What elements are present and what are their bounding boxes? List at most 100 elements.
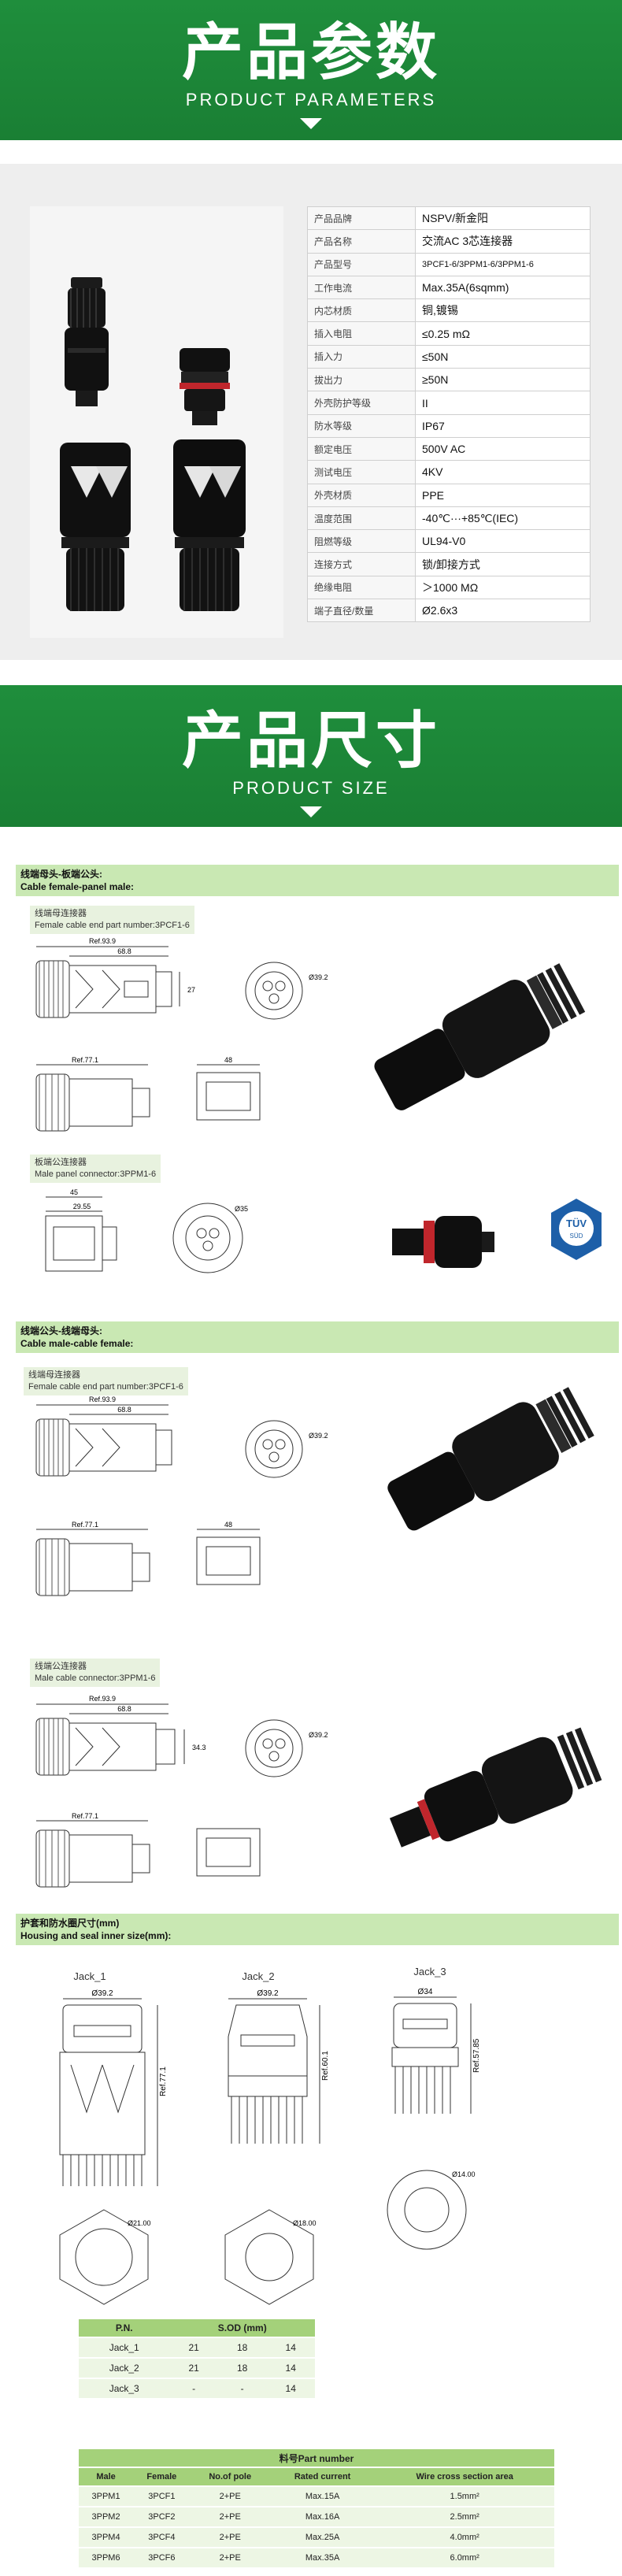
label-cn: 线端母连接器	[35, 909, 87, 918]
param-value: 4KV	[415, 460, 591, 484]
pn-header: Wire cross section area	[375, 2467, 554, 2487]
section-bar-housing-seal: 护套和防水圈尺寸(mm) Housing and seal inner size…	[16, 1914, 619, 1945]
bar-title-cn: 线端公头-线端母头:	[20, 1325, 102, 1336]
svg-text:Ref.77.1: Ref.77.1	[72, 1521, 98, 1529]
female-connector-photo	[374, 963, 586, 1110]
section-bar-female-panel: 线端母头-板端公头: Cable female-panel male:	[16, 865, 619, 896]
param-value: Ø2.6x3	[415, 599, 591, 623]
sod-header-pn: P.N.	[79, 2319, 170, 2337]
param-value: Max.35A(6sqmm)	[415, 275, 591, 300]
param-key: 工作电流	[307, 275, 416, 300]
pn-header: Male	[79, 2467, 134, 2487]
param-row: 拔出力≥50N	[307, 368, 591, 392]
svg-text:TÜV: TÜV	[566, 1218, 587, 1229]
product-size-banner: 产品尺寸 PRODUCT SIZE	[0, 685, 622, 827]
param-value: 交流AC 3芯连接器	[415, 229, 591, 254]
param-key: 内芯材质	[307, 298, 416, 323]
divider	[0, 140, 622, 164]
pn-cell: Max.35A	[269, 2547, 376, 2567]
male-connector-photo	[389, 1727, 602, 1848]
pn-cell: 2+PE	[190, 2506, 270, 2527]
pn-cell: 3PPM4	[79, 2526, 134, 2548]
jack-1-drawing: Ø39.2 Ref.77.1	[59, 1989, 168, 2186]
sod-cell: 18	[217, 2337, 267, 2358]
female-connector-photo-2	[387, 1387, 594, 1531]
param-row: 连接方式锁/卸接方式	[307, 552, 591, 576]
svg-text:48: 48	[224, 1521, 232, 1529]
svg-text:Ref.77.1: Ref.77.1	[159, 2066, 168, 2096]
dim-text: Ø39.2	[309, 973, 328, 981]
svg-text:Ref.77.1: Ref.77.1	[72, 1812, 98, 1820]
dim-text: Ø35	[235, 1205, 248, 1213]
pn-cell: 3PCF1	[133, 2485, 191, 2507]
sod-header-sod: S.OD (mm)	[169, 2319, 315, 2337]
param-value: UL94-V0	[415, 529, 591, 554]
label-cn: 线端母连接器	[28, 1370, 80, 1380]
pn-title: 料号Part number	[79, 2449, 554, 2468]
param-key: 测试电压	[307, 460, 416, 484]
male-end-drawing	[196, 1828, 261, 1877]
connector-photo	[60, 277, 246, 611]
pn-cell: 3PPM6	[79, 2547, 134, 2567]
female-side-drawing-4: Ref.77.1	[35, 1521, 150, 1596]
sod-row: Jack_3--14	[79, 2378, 315, 2398]
bar-title-en: Housing and seal inner size(mm):	[20, 1930, 172, 1941]
param-value: IP67	[415, 413, 591, 438]
male-front-drawing: Ø39.2	[245, 1719, 328, 1777]
pn-cell: Max.16A	[269, 2506, 376, 2527]
sod-cell: 18	[217, 2357, 267, 2378]
param-value: ≤0.25 mΩ	[415, 321, 591, 346]
sod-cell: 21	[169, 2357, 218, 2378]
sod-cell: 14	[266, 2357, 315, 2378]
param-key: 温度范围	[307, 506, 416, 531]
param-key: 产品品牌	[307, 206, 416, 231]
param-key: 连接方式	[307, 552, 416, 576]
svg-text:Ø21.00: Ø21.00	[128, 2219, 151, 2227]
svg-text:Ø39.2: Ø39.2	[309, 1432, 328, 1440]
sod-cell: Jack_2	[79, 2357, 170, 2378]
label-en: Female cable end part number:3PCF1-6	[28, 1382, 183, 1392]
svg-text:Ref.93.9: Ref.93.9	[89, 1395, 116, 1403]
pn-cell: 1.5mm²	[375, 2485, 554, 2507]
pn-cell: 4.0mm²	[375, 2526, 554, 2548]
sod-cell: 21	[169, 2337, 218, 2358]
param-value: II	[415, 391, 591, 415]
sub-label-female: 线端母连接器 Female cable end part number:3PCF…	[30, 906, 194, 934]
sod-cell: -	[169, 2378, 218, 2398]
label-en: Male panel connector:3PPM1-6	[35, 1169, 157, 1179]
svg-text:Ref.93.9: Ref.93.9	[89, 1695, 116, 1703]
param-row: 插入力≤50N	[307, 344, 591, 369]
female-side-drawing-3: Ref.93.9 68.8	[35, 1395, 172, 1477]
jack-2-drawing: Ø39.2 Ref.60.1	[228, 1989, 330, 2144]
bar-title-cn: 护套和防水圈尺寸(mm)	[20, 1918, 120, 1929]
sub-label-female-2: 线端母连接器 Female cable end part number:3PCF…	[24, 1367, 188, 1395]
female-side-drawing-2: Ref.77.1	[35, 1056, 150, 1132]
param-key: 阻燃等级	[307, 529, 416, 554]
param-key: 外壳防护等级	[307, 391, 416, 415]
param-value: -40℃···+85℃(IEC)	[415, 506, 591, 531]
pn-cell: 3PCF2	[133, 2506, 191, 2527]
bar-title-en: Cable male-cable female:	[20, 1338, 134, 1349]
svg-text:Ø14.00: Ø14.00	[452, 2170, 476, 2178]
param-key: 产品名称	[307, 229, 416, 254]
param-row: 温度范围-40℃···+85℃(IEC)	[307, 506, 591, 531]
param-value: ≥50N	[415, 368, 591, 392]
female-end-drawing: 48	[196, 1056, 261, 1121]
pn-cell: 2.5mm²	[375, 2506, 554, 2527]
pn-cell: 3PPM2	[79, 2506, 134, 2527]
param-key: 插入力	[307, 344, 416, 369]
sod-cell: 14	[266, 2378, 315, 2398]
param-value: 锁/卸接方式	[415, 552, 591, 576]
dim-text: 68.8	[117, 947, 131, 955]
